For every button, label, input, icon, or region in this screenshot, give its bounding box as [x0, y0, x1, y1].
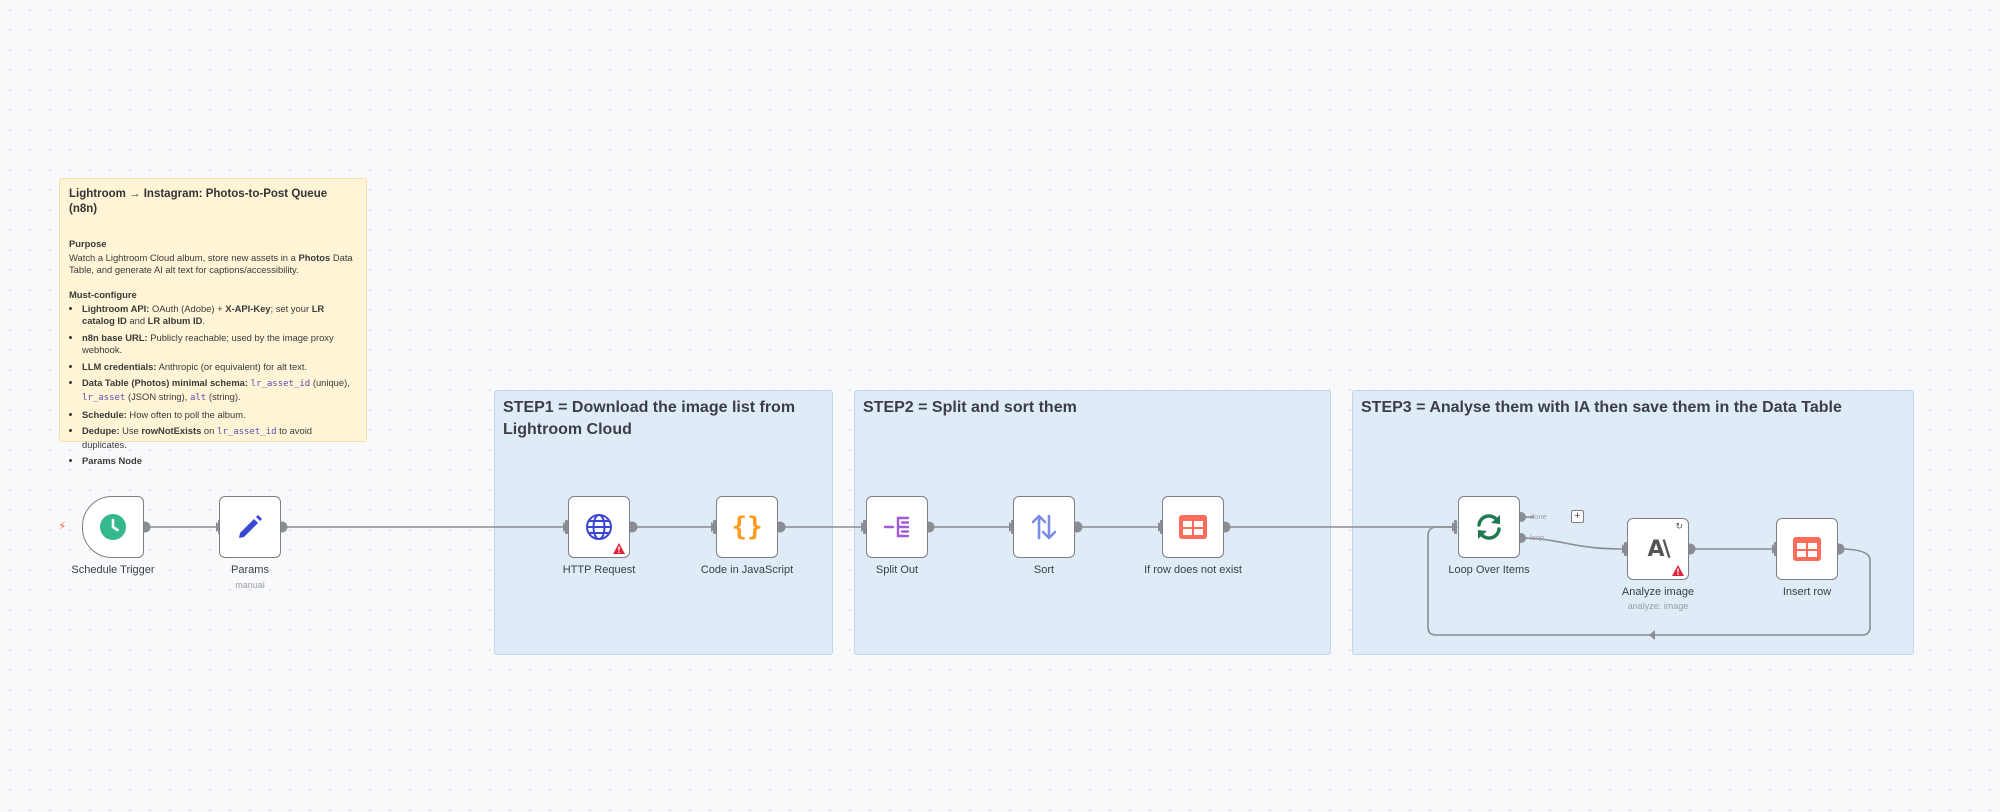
node-subtitle: manual: [235, 580, 265, 590]
must-configure-heading: Must-configure: [69, 288, 137, 300]
node-label: Split Out: [875, 564, 919, 576]
port-label-done: done: [1530, 512, 1547, 521]
node-analyze-image[interactable]: A\ ↻: [1627, 518, 1689, 580]
group-step1-title: STEP1 = Download the image list from Lig…: [503, 399, 796, 438]
list-item: Data Table (Photos) minimal schema: lr_a…: [82, 377, 358, 405]
node-label: Params: [231, 564, 269, 576]
node-label: HTTP Request: [562, 564, 636, 576]
config-list: Lightroom API: OAuth (Adobe) + X-API-Key…: [69, 303, 358, 468]
node-http-request[interactable]: [568, 496, 630, 558]
node-split-out[interactable]: [866, 496, 928, 558]
globe-icon: [586, 514, 612, 540]
group-step2-title: STEP2 = Split and sort them: [863, 399, 1077, 416]
node-label: Sort: [1033, 564, 1055, 576]
anthropic-icon: A\: [1647, 536, 1670, 562]
node-if-row-not-exists[interactable]: [1162, 496, 1224, 558]
braces-icon: {}: [731, 512, 763, 542]
node-label: Insert row: [1782, 586, 1832, 598]
node-schedule-trigger[interactable]: [82, 496, 144, 558]
node-loop-over-items[interactable]: [1458, 496, 1520, 558]
node-insert-row[interactable]: [1776, 518, 1838, 580]
warning-icon: [613, 543, 625, 554]
purpose-text: Watch a Lightroom Cloud album, store new…: [69, 251, 353, 276]
group-step1[interactable]: STEP1 = Download the image list from Lig…: [494, 390, 833, 655]
trigger-bolt-icon: ⚡: [58, 519, 67, 533]
list-item: Schedule: How often to poll the album.: [82, 409, 358, 421]
node-sort[interactable]: [1013, 496, 1075, 558]
clock-icon: [100, 514, 126, 540]
list-item: n8n base URL: Publicly reachable; used b…: [82, 332, 358, 357]
list-item: Lightroom API: OAuth (Adobe) + X-API-Key…: [82, 303, 358, 328]
sticky-note[interactable]: Lightroom → Instagram: Photos-to-Post Qu…: [59, 178, 367, 466]
port-label-loop: loop: [1530, 533, 1545, 542]
sort-arrows-icon: [1031, 514, 1057, 540]
warning-icon: [1672, 565, 1684, 576]
sticky-title: Lightroom → Instagram: Photos-to-Post Qu…: [69, 188, 328, 216]
list-item: LLM credentials: Anthropic (or equivalen…: [82, 361, 358, 373]
node-label: Schedule Trigger: [71, 564, 155, 576]
add-node-button[interactable]: +: [1571, 510, 1584, 523]
pencil-icon: [239, 515, 262, 538]
group-step3-title: STEP3 = Analyse them with IA then save t…: [1361, 399, 1842, 416]
node-label: Code in JavaScript: [700, 564, 794, 576]
node-label: Analyze image: [1621, 586, 1695, 598]
node-params[interactable]: [219, 496, 281, 558]
refresh-icon: [1477, 514, 1501, 540]
node-label: If row does not exist: [1144, 564, 1242, 576]
table-icon: [1793, 537, 1821, 561]
node-code[interactable]: {}: [716, 496, 778, 558]
split-icon: [883, 516, 910, 538]
list-item: Params Node: [82, 455, 358, 467]
node-label: Loop Over Items: [1448, 564, 1530, 576]
node-subtitle: analyze: image: [1627, 601, 1689, 611]
list-item: Dedupe: Use rowNotExists on lr_asset_id …: [82, 425, 358, 451]
table-icon: [1179, 515, 1207, 539]
refresh-small-icon: ↻: [1675, 521, 1683, 531]
purpose-heading: Purpose: [69, 238, 107, 250]
